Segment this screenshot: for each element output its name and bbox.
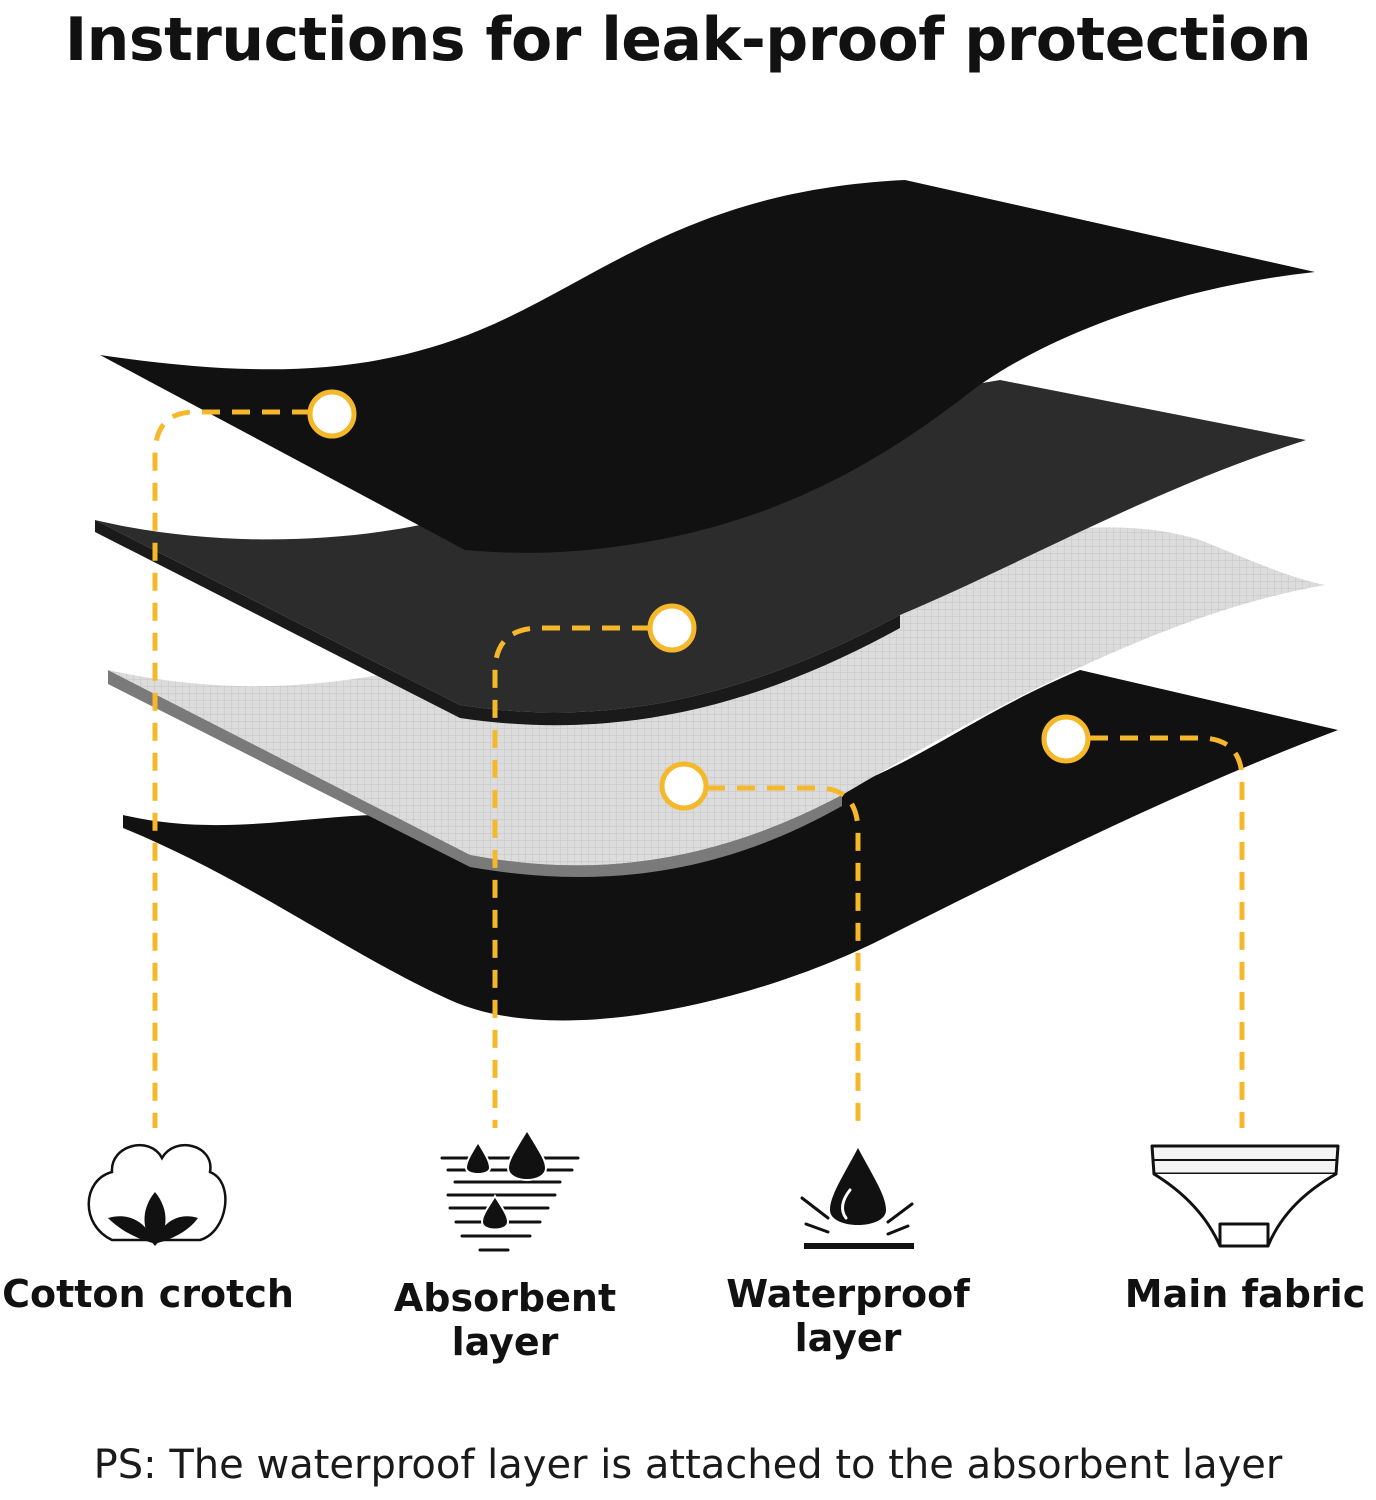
inner-dark-layer [95, 380, 1306, 713]
footnote: PS: The waterproof layer is attached to … [93, 1442, 1283, 1488]
waterproof-marker [659, 761, 709, 811]
waterproof-layer-label: Waterproof layer [726, 1272, 970, 1360]
absorbent-leader [492, 625, 650, 1128]
page-title: Instructions for leak-proof protection [64, 5, 1312, 75]
absorbent-marker [647, 603, 697, 653]
cotton-crotch-leader [152, 409, 310, 1128]
main-fabric-label: Main fabric [1124, 1272, 1366, 1316]
underwear-brief-icon [1150, 1144, 1340, 1248]
main-fabric-marker [1041, 714, 1091, 764]
water-drop-splash-icon [800, 1148, 914, 1249]
cotton-crotch-label: Cotton crotch [2, 1272, 294, 1316]
cotton-crotch-layer [100, 180, 1315, 553]
absorbent-drops-icon [440, 1128, 580, 1252]
absorbent-layer-label: Absorbent layer [393, 1276, 617, 1364]
cotton-crotch-marker [307, 389, 357, 439]
cotton-flower-icon [87, 1143, 227, 1246]
